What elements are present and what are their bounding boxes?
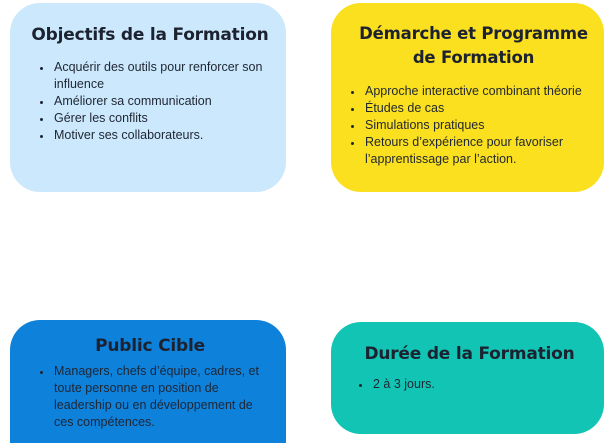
card-objectifs: Objectifs de la Formation Acquérir des o… (10, 3, 286, 192)
list-item: Approche interactive combinant théorie (363, 83, 590, 100)
list-item: 2 à 3 jours. (371, 376, 604, 393)
card-title-demarche: Démarche et Programme de Formation (359, 24, 588, 67)
list-item: Gérer les conflits (52, 110, 286, 127)
duree-list: 2 à 3 jours. (331, 376, 604, 393)
list-item: Améliorer sa communication (52, 93, 286, 110)
card-duree: Durée de la Formation 2 à 3 jours. (331, 322, 604, 434)
list-item: Études de cas (363, 100, 590, 117)
demarche-list: Approche interactive combinant théorie É… (331, 83, 604, 168)
list-item: Acquérir des outils pour renforcer son i… (52, 59, 286, 93)
list-item: Retours d’expérience pour favoriser l’ap… (363, 134, 590, 168)
card-title-duree: Durée de la Formation (364, 344, 575, 364)
list-item: Motiver ses collaborateurs. (52, 127, 286, 144)
list-item: Managers, chefs d’équipe, cadres, et tou… (52, 363, 264, 431)
card-title-public: Public Cible (95, 336, 205, 356)
objectifs-list: Acquérir des outils pour renforcer son i… (10, 59, 286, 144)
card-demarche: Démarche et Programme de Formation Appro… (331, 3, 604, 192)
list-item: Simulations pratiques (363, 117, 590, 134)
public-list: Managers, chefs d’équipe, cadres, et tou… (10, 363, 286, 431)
card-title-objectifs: Objectifs de la Formation (31, 25, 269, 45)
card-public: Public Cible Managers, chefs d’équipe, c… (10, 320, 286, 443)
